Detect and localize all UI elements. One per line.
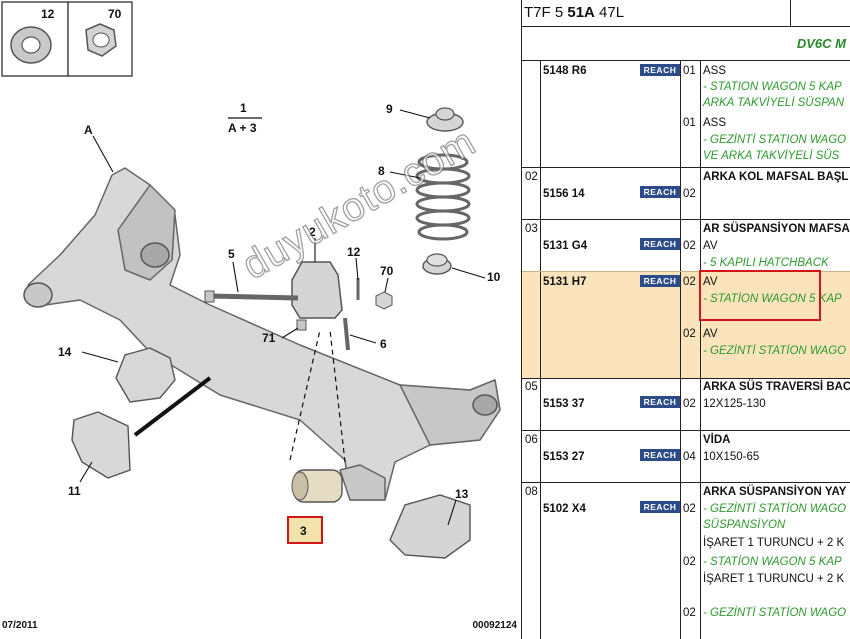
part-number[interactable]: 5156 14 xyxy=(543,188,585,200)
part-number[interactable]: 5131 H7 xyxy=(543,276,587,288)
qty: 02 xyxy=(683,276,696,288)
label-12-inset: 12 xyxy=(41,7,55,21)
label-13: 13 xyxy=(455,487,469,501)
suspension-illustration: 12 70 1 A + 3 A 9 8 2 5 12 70 10 14 71 6… xyxy=(1,1,501,559)
description: İŞARET 1 TURUNCU + 2 K xyxy=(703,573,845,585)
description: VE ARKA TAKVİYELİ SÜS xyxy=(703,150,840,162)
reach-badge: REACH xyxy=(640,449,680,461)
qty: 02 xyxy=(683,240,696,252)
ref-index: 06 xyxy=(525,434,538,446)
ref-index: 08 xyxy=(525,486,538,498)
exploded-diagram: 12 70 1 A + 3 A 9 8 2 5 12 70 10 14 71 6… xyxy=(1,0,522,639)
qty: 02 xyxy=(683,503,696,515)
description: ARKA SÜSPANSİYON YAY xyxy=(703,486,847,498)
part-number[interactable]: 5148 R6 xyxy=(543,65,587,77)
catalog-code: T7F 5 51A 47L xyxy=(524,4,625,21)
label-12: 12 xyxy=(347,245,361,259)
label-70-inset: 70 xyxy=(108,7,122,21)
description: - STATİON WAGON 5 KAP xyxy=(703,293,842,305)
description: - STATION WAGON 5 KAP xyxy=(703,81,842,93)
label-71: 71 xyxy=(262,331,276,345)
qty: 02 xyxy=(683,188,696,200)
part-number[interactable]: 5153 27 xyxy=(543,451,585,463)
qty: 02 xyxy=(683,328,696,340)
description: ASS xyxy=(703,65,727,77)
qty: 01 xyxy=(683,65,696,77)
label-11: 11 xyxy=(68,484,81,498)
highlighted-row-bg xyxy=(522,271,850,378)
ref-index: 03 xyxy=(525,223,538,235)
nut-part-70 xyxy=(375,291,393,310)
description: 12X125-130 xyxy=(703,398,766,410)
cover-part-13 xyxy=(389,494,471,559)
label-10: 10 xyxy=(487,270,501,284)
footer-date: 07/2011 xyxy=(2,620,38,631)
qty: 04 xyxy=(683,451,696,463)
qty: 01 xyxy=(683,117,696,129)
reach-badge: REACH xyxy=(640,64,680,76)
parts-list-panel: T7F 5 51A 47L DV6C M 5148 R6 REACH 01 AS… xyxy=(522,0,850,639)
part-number[interactable]: 5153 37 xyxy=(543,398,585,410)
description: AV xyxy=(703,240,718,252)
ref-index: 02 xyxy=(525,171,538,183)
label-a-plus-3: A + 3 xyxy=(228,121,257,135)
clip-part-11 xyxy=(71,411,131,479)
coil-spring xyxy=(415,153,471,241)
label-a: A xyxy=(84,123,93,137)
reach-badge: REACH xyxy=(640,238,680,250)
bolt-part-6 xyxy=(343,317,350,351)
description: SÜSPANSİYON xyxy=(703,519,786,531)
description: İŞARET 1 TURUNCU + 2 K xyxy=(703,537,845,549)
callout-3-highlight xyxy=(287,516,323,544)
description: - STATİON WAGON 5 KAP xyxy=(703,556,842,568)
reach-badge: REACH xyxy=(640,396,680,408)
ref-index: 05 xyxy=(525,381,538,393)
description: AR SÜSPANSİYON MAFSA xyxy=(703,223,850,235)
reach-badge: REACH xyxy=(640,275,680,287)
description: - GEZİNTİ STATION WAGO xyxy=(703,134,847,146)
description: 10X150-65 xyxy=(703,451,760,463)
bracket-part-14 xyxy=(115,347,176,403)
qty: 02 xyxy=(683,398,696,410)
label-6: 6 xyxy=(380,337,387,351)
label-70: 70 xyxy=(380,264,394,278)
description: ARKA SÜS TRAVERSİ BAC xyxy=(703,381,850,393)
description: - 5 KAPILI HATCHBACK xyxy=(703,257,829,269)
description: AV xyxy=(703,328,718,340)
label-8: 8 xyxy=(378,164,385,178)
label-14: 14 xyxy=(58,345,72,359)
label-2: 2 xyxy=(309,225,316,239)
description: ARKA TAKVİYELİ SÜSPAN xyxy=(703,97,845,109)
bushing-part-3 xyxy=(291,469,343,503)
description: - GEZİNTİ STATİON WAGO xyxy=(703,503,847,515)
description: - GEZİNTİ STATİON WAGO xyxy=(703,607,847,619)
description: - GEZİNTİ STATİON WAGO xyxy=(703,345,847,357)
part-number[interactable]: 5102 X4 xyxy=(543,503,586,515)
description: ARKA KOL MAFSAL BAŞL xyxy=(703,171,849,183)
engine-code: DV6C M xyxy=(796,36,846,51)
footer-ref: 00092124 xyxy=(472,620,518,631)
nut-part-71 xyxy=(296,319,307,331)
qty: 02 xyxy=(683,556,696,568)
selection-highlight-box xyxy=(699,270,821,321)
description: VİDA xyxy=(703,434,731,446)
part-number[interactable]: 5131 G4 xyxy=(543,240,588,252)
label-5: 5 xyxy=(228,247,235,261)
reach-badge: REACH xyxy=(640,186,680,198)
description: AV xyxy=(703,276,718,288)
description: ASS xyxy=(703,117,727,129)
bracket-part-2 xyxy=(291,261,343,319)
reach-badge: REACH xyxy=(640,501,680,513)
label-9: 9 xyxy=(386,102,393,116)
rear-axle-beam xyxy=(23,167,501,501)
qty: 02 xyxy=(683,607,696,619)
label-3: 3 xyxy=(300,524,307,538)
label-1: 1 xyxy=(240,101,247,115)
bolt-part-5 xyxy=(209,293,299,301)
